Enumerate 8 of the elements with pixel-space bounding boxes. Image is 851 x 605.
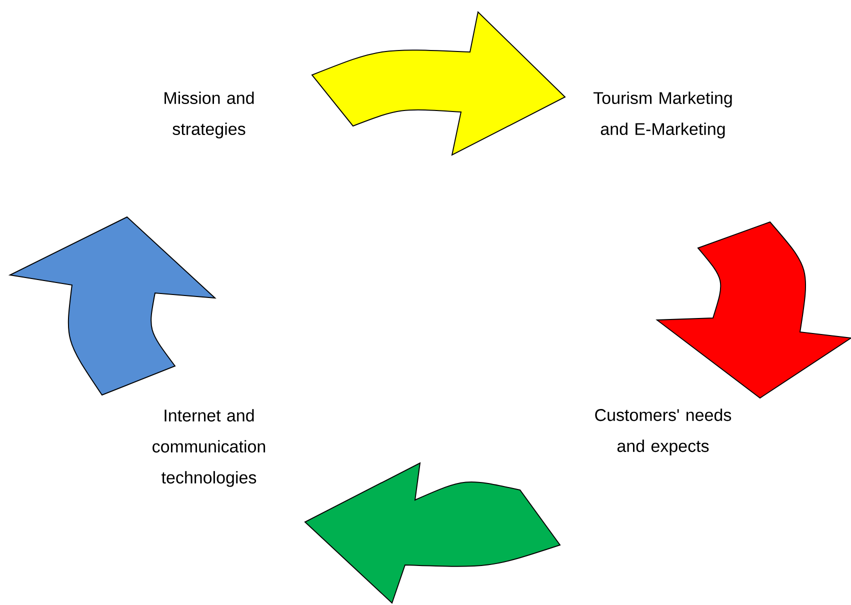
text-label: Internet and communication technologies xyxy=(152,409,266,487)
block-arrow xyxy=(10,216,216,396)
text-label: Tourism Marketing and E-Marketing xyxy=(593,92,732,138)
block-arrow xyxy=(312,12,566,156)
block-arrow xyxy=(656,222,851,398)
block-arrow xyxy=(304,462,560,604)
text-label: Customers' needs and expects xyxy=(595,408,732,456)
text-label: Mission and strategies xyxy=(164,92,254,138)
